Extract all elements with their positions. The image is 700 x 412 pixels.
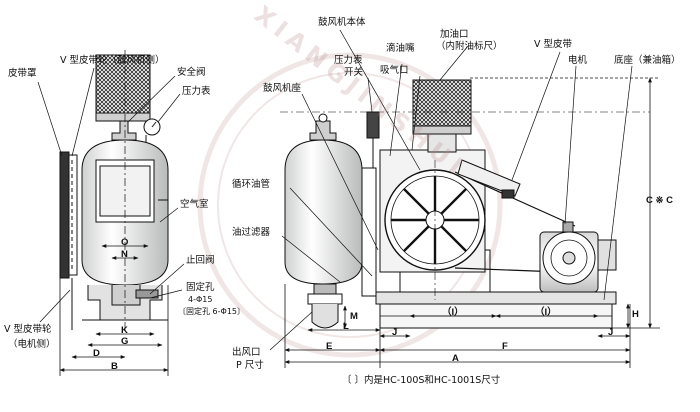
label-v-pulley-motor: V 型皮带轮 xyxy=(4,324,52,335)
label-oil-inlet-note: （内附油标尺） xyxy=(436,41,503,52)
dim-c: C ※ C xyxy=(646,195,673,206)
dim-d: D xyxy=(93,348,100,359)
dim-j-left: J xyxy=(392,327,398,338)
label-fixing-hole: 固定孔 xyxy=(186,282,215,293)
dim-e: E xyxy=(326,341,333,352)
dim-n: N xyxy=(121,249,128,260)
label-v-belt: V 型皮带 xyxy=(534,39,573,50)
label-base: 底座（兼油箱） xyxy=(614,55,681,66)
dim-o: O xyxy=(121,237,129,248)
label-fixing-hole-spec: 4-Φ15 xyxy=(188,295,213,304)
label-pressure-gauge: 压力表 xyxy=(182,86,211,97)
label-safety-valve: 安全阀 xyxy=(177,67,206,78)
label-gauge-switch-2: 开关 xyxy=(344,67,364,78)
dim-i-left: （I） xyxy=(442,307,464,318)
dim-i-right: （I） xyxy=(535,307,557,318)
side-view xyxy=(37,50,185,376)
label-oil-inlet: 加油口 xyxy=(440,29,469,40)
label-fixing-hole-alt: 〔固定孔 6-Φ15〕 xyxy=(178,307,245,316)
label-gauge-switch: 压力表 xyxy=(334,55,363,66)
dim-a: A xyxy=(452,353,459,364)
label-blower-seat: 鼓风机座 xyxy=(263,83,302,94)
label-drip-nozzle: 滴油嘴 xyxy=(386,43,415,54)
label-oil-pipe: 循环油管 xyxy=(232,179,271,190)
label-check-valve: 止回阀 xyxy=(186,255,215,266)
dim-b: B xyxy=(111,361,118,372)
label-motor: 电机 xyxy=(568,55,588,66)
label-outlet: 出风口 xyxy=(232,347,261,358)
label-v-pulley-motor-side: （电机侧） xyxy=(8,339,56,350)
dim-g: G xyxy=(121,336,129,347)
label-air-chamber: 空气室 xyxy=(180,199,209,210)
label-blower-body: 鼓风机本体 xyxy=(318,17,366,28)
front-view xyxy=(269,29,660,368)
label-oil-filter: 油过滤器 xyxy=(232,227,271,238)
footnote: 〔 〕内是HC-100S和HC-1001S尺寸 xyxy=(342,375,501,386)
label-v-pulley-blower: V 型皮带轮（鼓风机侧） xyxy=(60,55,165,66)
dim-k: K xyxy=(121,325,128,336)
dim-l: L xyxy=(343,321,349,332)
dim-f: F xyxy=(502,341,508,352)
label-suction-port: 吸气口 xyxy=(380,65,409,76)
dim-h: H xyxy=(632,309,639,320)
label-outlet-size: P 尺寸 xyxy=(236,360,264,371)
dim-j-right: J xyxy=(608,327,614,338)
label-belt-cover: 皮带罩 xyxy=(8,68,37,79)
dim-m: M xyxy=(350,311,358,322)
